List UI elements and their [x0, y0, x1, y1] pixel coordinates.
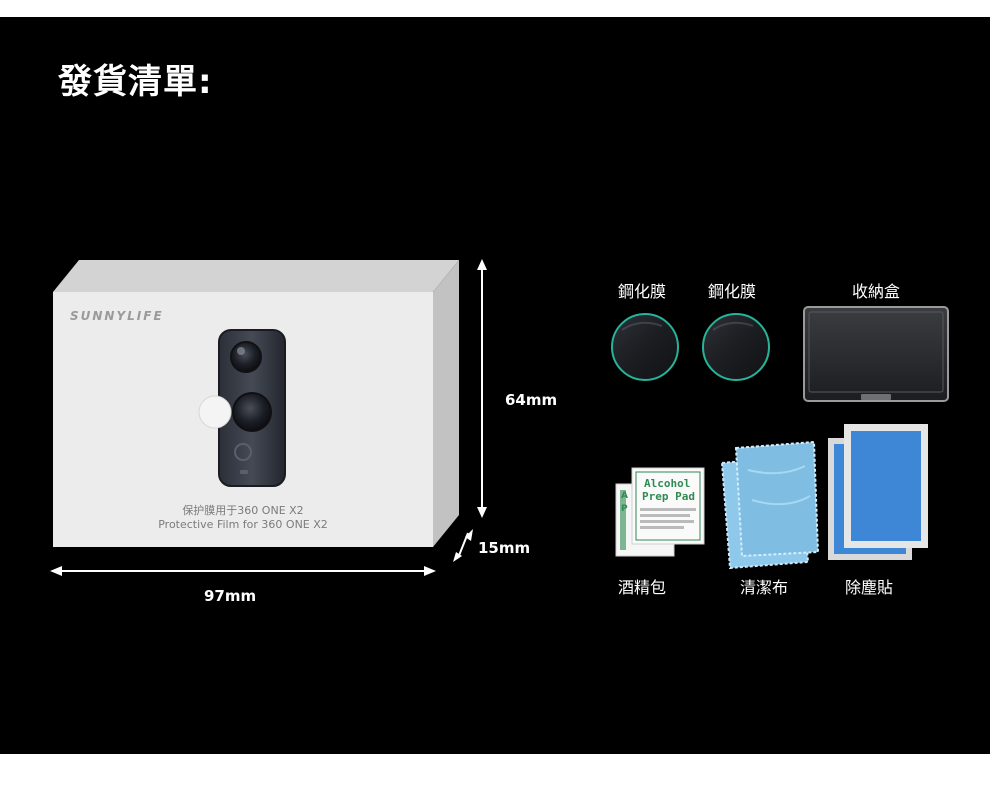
- product-box: [53, 260, 459, 547]
- alcohol-pack-front-line-2: Prep Pad: [642, 490, 695, 503]
- depth-dimension-label: 15mm: [478, 539, 531, 557]
- dust-stickers: [828, 424, 928, 560]
- box-top-face: [53, 260, 459, 292]
- width-dimension-label: 97mm: [204, 587, 257, 605]
- width-arrow: [50, 566, 436, 576]
- label-alcohol-pad: 酒精包: [618, 578, 667, 597]
- height-arrow: [477, 259, 487, 518]
- box-caption-en: Protective Film for 360 ONE X2: [158, 518, 328, 531]
- alcohol-pack-front-line-1: Alcohol: [644, 477, 691, 490]
- shipping-list-heading: 發貨清單:: [58, 62, 213, 102]
- alcohol-pack-back-letter-2: P: [621, 504, 628, 514]
- height-dimension-label: 64mm: [505, 391, 558, 409]
- label-dust-sticker: 除塵貼: [845, 578, 894, 597]
- label-cleaning-cloth: 清潔布: [740, 578, 789, 597]
- camera-image: [198, 329, 286, 487]
- box-brand-logo: SUNNYLIFE: [70, 309, 164, 323]
- alcohol-pack-back-letter-1: A: [621, 491, 628, 501]
- label-tempered-film-2: 鋼化膜: [708, 282, 757, 301]
- storage-case: [803, 306, 949, 402]
- label-storage-box: 收納盒: [852, 282, 901, 301]
- tempered-film-1: [611, 313, 679, 381]
- cleaning-cloths: [720, 440, 820, 570]
- label-tempered-film-1: 鋼化膜: [618, 282, 667, 301]
- box-caption-cn: 保护膜用于360 ONE X2: [182, 504, 304, 517]
- box-side-face: [433, 260, 459, 547]
- tempered-film-2: [702, 313, 770, 381]
- depth-arrow: [453, 529, 473, 562]
- alcohol-pads: [615, 467, 705, 557]
